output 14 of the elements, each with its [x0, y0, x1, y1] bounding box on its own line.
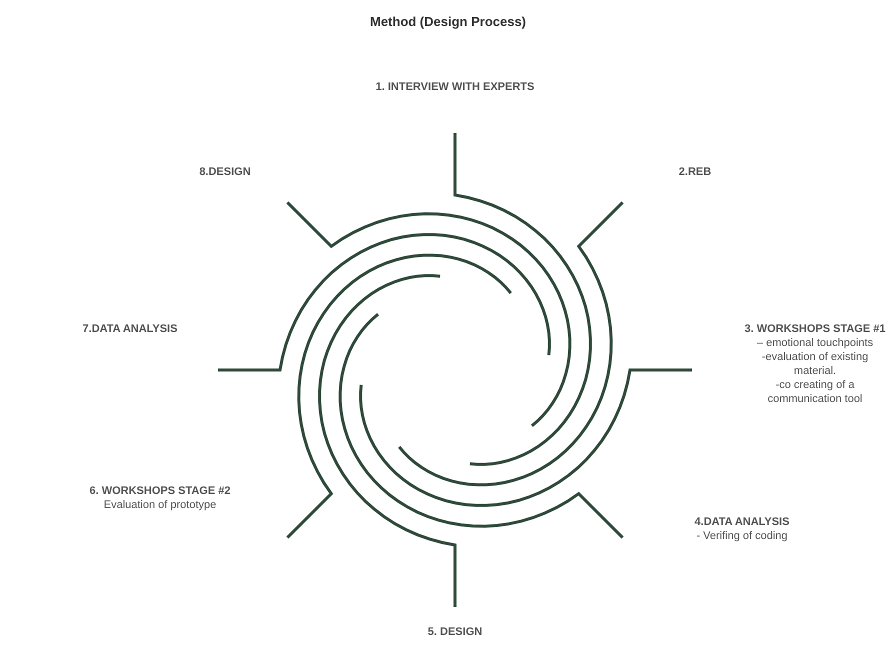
stage-heading: 4.DATA ANALYSIS	[694, 515, 790, 529]
stage-heading: 7.DATA ANALYSIS	[82, 322, 178, 336]
stage-note: -evaluation of existing material.	[760, 350, 870, 378]
stage-heading: 8.DESIGN	[198, 165, 252, 179]
stage-note: Evaluation of prototype	[102, 498, 218, 512]
stage-heading: 1. INTERVIEW WITH EXPERTS	[374, 80, 536, 94]
stage-heading: 5. DESIGN	[426, 625, 484, 639]
stage-heading: 6. WORKSHOPS STAGE #2	[88, 484, 232, 498]
stage-heading: 3. WORKSHOPS STAGE #1	[744, 322, 886, 336]
stage-note: – emotional touchpoints	[756, 336, 874, 350]
stage-note: - Verifing of coding	[695, 529, 789, 543]
stage-note: -co creating of a communication tool	[766, 378, 864, 406]
stage-heading: 2.REB	[678, 165, 712, 179]
diagram-title: Method (Design Process)	[368, 14, 528, 29]
